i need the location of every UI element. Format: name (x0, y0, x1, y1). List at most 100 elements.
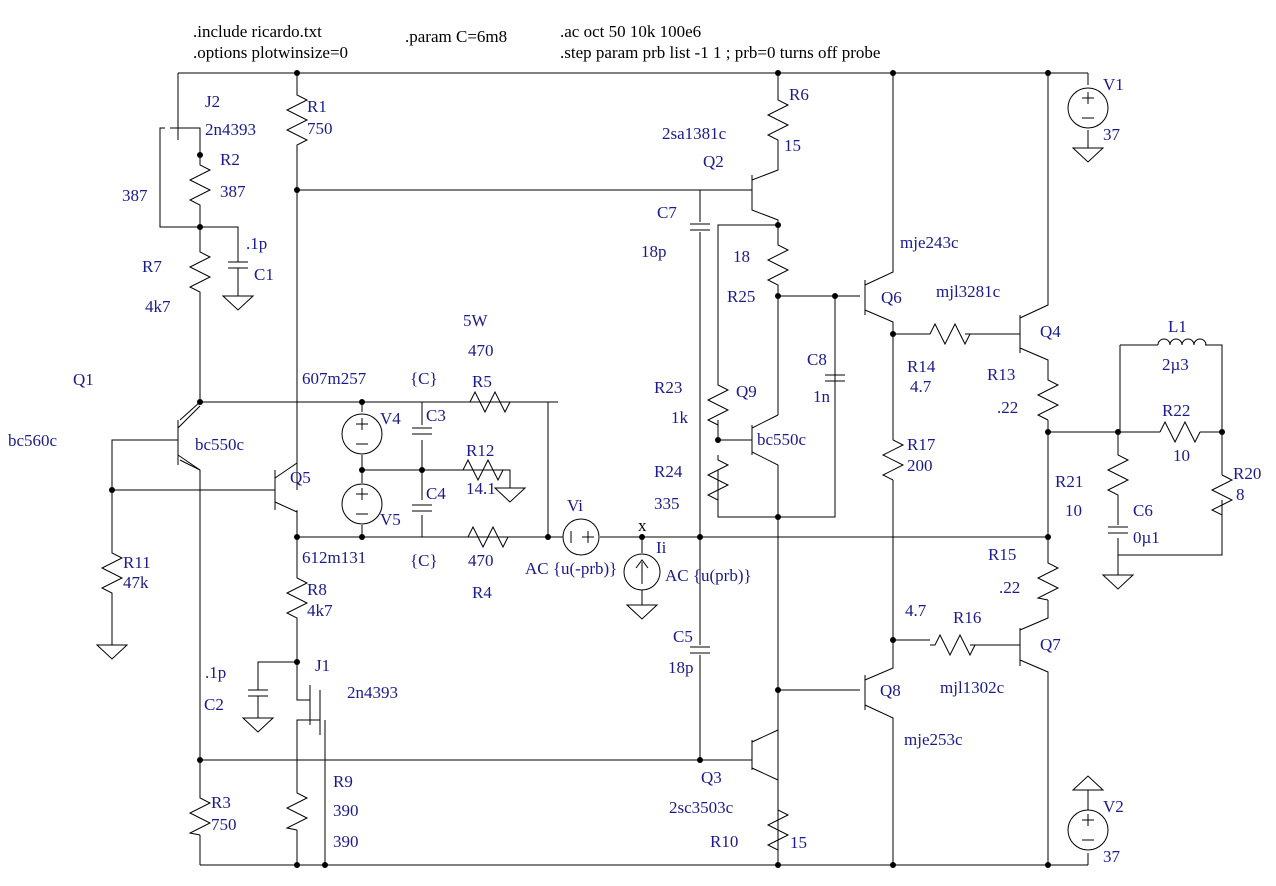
voltage-source-v4-symbol (341, 413, 383, 455)
resistor-r9-symbol (285, 785, 309, 831)
resistor-r16-symbol (930, 633, 976, 657)
label-q9-value: bc550c (757, 430, 807, 449)
label-c8-value: 1n (813, 387, 831, 406)
label-q6-ref: Q6 (881, 288, 902, 307)
label-q7-value: mjl1302c (940, 678, 1005, 697)
label-r4-value: 470 (468, 551, 494, 570)
label-r8-value: 4k7 (307, 601, 333, 620)
directive-step: .step param prb list -1 1 ; prb=0 turns … (560, 43, 880, 62)
label-r24-value: 335 (654, 494, 680, 513)
ground-icon (95, 644, 129, 660)
capacitor-c1-symbol (228, 238, 248, 278)
label-r11-ref: R11 (123, 553, 151, 572)
label-ii-value: AC {u(prb)} (665, 566, 752, 585)
label-v4-ref: V4 (380, 409, 401, 428)
label-r16-ref: R16 (953, 608, 981, 627)
label-c2-ref: C2 (204, 695, 224, 714)
transistors (160, 105, 1021, 770)
label-r13-value: .22 (997, 398, 1018, 417)
label-q2-ref: Q2 (703, 152, 724, 171)
resistor-r4-symbol (460, 525, 509, 549)
label-c6-value: 0µ1 (1133, 528, 1160, 547)
label-v2-ref: V2 (1103, 797, 1124, 816)
label-r21-value: 10 (1065, 501, 1082, 520)
label-r20-ref: R20 (1233, 464, 1261, 483)
ground-icon (625, 604, 659, 620)
resistor-r6-symbol (766, 90, 790, 160)
label-r22-ref: R22 (1162, 401, 1190, 420)
ground-icon (241, 717, 275, 733)
resistor-r3-symbol (188, 790, 212, 836)
label-r8-ref: R8 (307, 580, 327, 599)
voltage-source-vi-symbol (562, 518, 600, 556)
label-q8-value: mje253c (904, 730, 963, 749)
label-j2-value: 2n4393 (205, 120, 256, 139)
label-r9-extra: 390 (333, 832, 359, 851)
label-r25-ref: R25 (727, 287, 755, 306)
label-v4-value: 607m257 (302, 369, 367, 388)
label-q4-ref: Q4 (1040, 322, 1061, 341)
label-q1-value: bc560c (8, 431, 58, 450)
resistor-r5-symbol (460, 390, 558, 414)
label-q5-ref: Q5 (290, 468, 311, 487)
label-r17-ref: R17 (907, 435, 936, 454)
label-vi-ref: Vi (567, 496, 583, 515)
label-c1-ref: C1 (254, 265, 274, 284)
label-c7-value: 18p (641, 242, 667, 261)
capacitor-c8-symbol (825, 374, 845, 382)
label-q1-ref: Q1 (73, 370, 94, 389)
capacitors (228, 223, 1128, 718)
transistor-q5-symbol (255, 462, 298, 513)
label-r1-ref: R1 (307, 97, 327, 116)
resistor-r25-symbol (766, 235, 790, 290)
component-labels: J2 2n4393 R1 750 R2 387 387 .1p C1 R7 4k… (8, 75, 1261, 866)
directive-param: .param C=6m8 (405, 27, 507, 46)
label-l1-value: 2µ3 (1162, 355, 1189, 374)
resistor-r13-symbol (1036, 375, 1060, 421)
label-c6-ref: C6 (1133, 501, 1153, 520)
label-r9-ref: R9 (333, 772, 353, 791)
label-r11-value: 47k (123, 573, 149, 592)
label-c5-value: 18p (668, 658, 694, 677)
voltage-source-v1-symbol (1067, 87, 1109, 129)
label-q9-ref: Q9 (736, 382, 757, 401)
resistor-r1-symbol (285, 85, 309, 150)
label-j2-ref: J2 (205, 92, 220, 111)
label-l1-ref: L1 (1168, 317, 1187, 336)
label-r5-extra: 5W (463, 311, 489, 330)
ground-icon (1101, 574, 1135, 590)
label-net-x: x (638, 516, 647, 535)
label-q7-ref: Q7 (1040, 635, 1061, 654)
label-r10-value: 15 (790, 833, 807, 852)
label-q3-value: 2sc3503c (669, 798, 734, 817)
junctions (109, 70, 1225, 868)
label-r1-value: 750 (307, 119, 333, 138)
directive-include: .include ricardo.txt (193, 22, 322, 41)
label-r15-value: .22 (999, 578, 1020, 597)
capacitor-c7-symbol (690, 223, 710, 231)
voltage-source-v2-symbol (1067, 809, 1109, 851)
capacitor-c3-symbol (412, 427, 432, 435)
capacitor-c4-symbol (412, 504, 432, 512)
label-r16-value: 4.7 (905, 601, 927, 620)
resistors (100, 85, 1234, 855)
label-r12-ref: R12 (466, 441, 494, 460)
label-r21-ref: R21 (1055, 472, 1083, 491)
resistor-r17-symbol (881, 435, 905, 481)
label-r2-ref: R2 (220, 150, 240, 169)
label-r25-value: 18 (733, 247, 750, 266)
label-r14-ref: R14 (907, 357, 936, 376)
label-v1-ref: V1 (1103, 75, 1124, 94)
label-r12-value: 14.1 (466, 479, 496, 498)
label-c8-ref: C8 (807, 350, 827, 369)
label-r23-ref: R23 (654, 378, 682, 397)
capacitor-c2-symbol (248, 662, 268, 718)
label-q8-ref: Q8 (880, 681, 901, 700)
label-r3-value: 750 (211, 815, 237, 834)
label-r20-value: 8 (1236, 485, 1245, 504)
label-r2-extra: 387 (122, 186, 148, 205)
voltage-source-v5-symbol (341, 483, 383, 525)
directive-options: .options plotwinsize=0 (193, 43, 348, 62)
sources (341, 87, 1109, 851)
